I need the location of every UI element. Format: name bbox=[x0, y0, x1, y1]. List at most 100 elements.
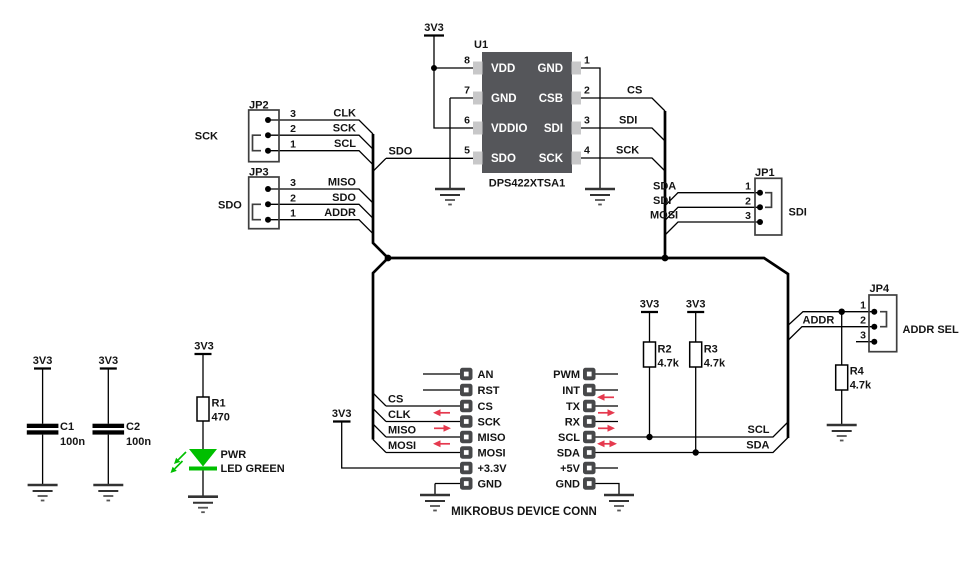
r2-value-label: 4.7k bbox=[658, 358, 680, 370]
power-3v3-r3: 3V3 bbox=[686, 299, 705, 314]
jp1-pin-number: 1 bbox=[745, 181, 751, 193]
direction-arrow-both-icon bbox=[597, 440, 617, 448]
jp3-jumper-bracket-icon bbox=[251, 203, 261, 221]
net-label-cs: CS bbox=[627, 85, 642, 97]
power-3v3-c1: 3V3 bbox=[33, 355, 53, 370]
jp1-jumper-bracket-icon bbox=[765, 191, 773, 209]
mikrobus-pin-label: SCL bbox=[558, 432, 580, 444]
direction-arrow-left-icon bbox=[433, 409, 450, 417]
r1-ref-label: R1 bbox=[212, 398, 226, 410]
resistor-r4: R4 4.7k bbox=[834, 364, 872, 392]
power-net-label: 3V3 bbox=[33, 355, 53, 367]
power-net-label: 3V3 bbox=[332, 408, 352, 420]
jp2-pin-number: 2 bbox=[290, 123, 296, 135]
mikrobus-pin-label: SCK bbox=[478, 416, 501, 428]
u1-pin-name: SDI bbox=[544, 123, 563, 135]
u1-pin-name: GND bbox=[491, 93, 517, 105]
power-3v3-r2: 3V3 bbox=[640, 299, 660, 314]
c1-plate bbox=[26, 423, 59, 428]
power-3v3-mikrobus: 3V3 bbox=[332, 408, 352, 423]
jp4-connector: JP4 ADDR SEL 1 2 3 ADDR bbox=[803, 283, 960, 353]
u1-body bbox=[482, 52, 572, 173]
jp4-pin-number: 3 bbox=[860, 330, 866, 342]
wires-pullups-scl-sda bbox=[595, 312, 789, 454]
u1-pad bbox=[473, 91, 483, 105]
led-type-label: LED GREEN bbox=[221, 463, 285, 475]
mikrobus-pin-label: CS bbox=[478, 401, 493, 413]
wires-mikrobus bbox=[341, 373, 620, 495]
u1-ref-label: U1 bbox=[474, 39, 488, 51]
c2-ref-label: C2 bbox=[126, 421, 140, 433]
jp3-connector: JP3 SDO 3 2 1 MISO SDO ADDR bbox=[218, 167, 357, 230]
ground-icon bbox=[583, 187, 617, 206]
jp3-net-label: ADDR bbox=[324, 207, 356, 219]
u1-pin-name: SDO bbox=[491, 153, 516, 165]
mikrobus-pin-label: INT bbox=[562, 385, 580, 397]
power-3v3-c2: 3V3 bbox=[99, 355, 118, 370]
led-ref-label: PWR bbox=[221, 449, 247, 461]
mikrobus-left-header: AN RST CS SCK MISO MOSI +3.3V GND bbox=[460, 367, 508, 490]
jp2-connector: JP2 SCK 3 2 1 CLK SCK SCL bbox=[195, 100, 356, 163]
u1-pin-name: GND bbox=[537, 63, 563, 75]
direction-arrow-right-icon bbox=[598, 424, 615, 432]
mikrobus-title: MIKROBUS DEVICE CONN bbox=[451, 506, 597, 518]
i2c-net-labels: SCL SDA bbox=[746, 424, 770, 452]
r3-ref-label: R3 bbox=[704, 344, 718, 356]
u1-pin-number: 3 bbox=[584, 115, 590, 127]
direction-arrow-left-icon bbox=[433, 440, 450, 448]
net-label-sdi: SDI bbox=[619, 115, 637, 127]
r2-body bbox=[642, 341, 657, 368]
u1-pin-number: 1 bbox=[584, 55, 590, 67]
jp4-net-label: ADDR bbox=[803, 315, 835, 327]
mikrobus-pin-label: +5V bbox=[560, 463, 581, 475]
mikrobus-pin-label: AN bbox=[478, 369, 494, 381]
jp1-body bbox=[754, 177, 783, 236]
r1-body bbox=[196, 396, 210, 422]
u1-pin-number: 8 bbox=[464, 55, 470, 67]
mikrobus-pin-label: PWM bbox=[553, 369, 580, 381]
power-net-label: 3V3 bbox=[640, 299, 660, 311]
u1-pin-number: 4 bbox=[584, 145, 590, 157]
jp4-function-label: ADDR SEL bbox=[903, 324, 960, 336]
u1-pin-number: 7 bbox=[464, 85, 470, 97]
led-triangle-icon bbox=[189, 449, 217, 467]
ground-icon bbox=[433, 187, 467, 206]
wires-c1-c2-r1-led bbox=[41, 354, 204, 497]
jp3-ref-label: JP3 bbox=[249, 167, 269, 179]
u1-pad bbox=[571, 151, 581, 165]
u1-pad bbox=[473, 151, 483, 165]
jp1-pin-number: 3 bbox=[745, 210, 751, 222]
mikrobus-pin-label: MOSI bbox=[478, 447, 506, 459]
resistor-r3: R3 4.7k bbox=[688, 341, 726, 370]
c2-plate bbox=[92, 423, 125, 428]
led-bar-icon bbox=[189, 466, 217, 471]
mikrobus-pin-label: SDA bbox=[557, 447, 580, 459]
net-label-miso: MISO bbox=[388, 425, 417, 437]
u1-pad bbox=[571, 91, 581, 105]
net-label-scl: SCL bbox=[748, 424, 770, 436]
ground-icon bbox=[825, 423, 859, 442]
wires-jp1 bbox=[664, 192, 760, 236]
net-label-sck: SCK bbox=[616, 145, 639, 157]
jp2-net-label: CLK bbox=[333, 108, 356, 120]
r3-body bbox=[688, 341, 703, 368]
jp1-pin-number: 2 bbox=[745, 195, 751, 207]
power-net-label: 3V3 bbox=[424, 22, 444, 34]
jp2-function-label: SCK bbox=[195, 131, 218, 143]
jp2-jumper-bracket-icon bbox=[251, 134, 261, 152]
u1-pin-name: VDD bbox=[491, 63, 515, 75]
jp1-net-label: SDA bbox=[653, 181, 676, 193]
r4-body bbox=[834, 364, 849, 391]
u1-part-label: DPS422XTSA1 bbox=[489, 178, 565, 190]
u1-pin-name: CSB bbox=[539, 93, 563, 105]
r1-value-label: 470 bbox=[212, 412, 230, 424]
mikrobus-pin-label: +3.3V bbox=[478, 463, 508, 475]
jp4-ref-label: JP4 bbox=[870, 283, 890, 295]
jp3-net-label: MISO bbox=[328, 177, 357, 189]
mikrobus-pin-label: TX bbox=[566, 401, 581, 413]
u1-pad bbox=[571, 61, 581, 75]
jp1-function-label: SDI bbox=[789, 207, 807, 219]
u1-pad bbox=[571, 121, 581, 135]
jp2-body bbox=[247, 109, 280, 163]
